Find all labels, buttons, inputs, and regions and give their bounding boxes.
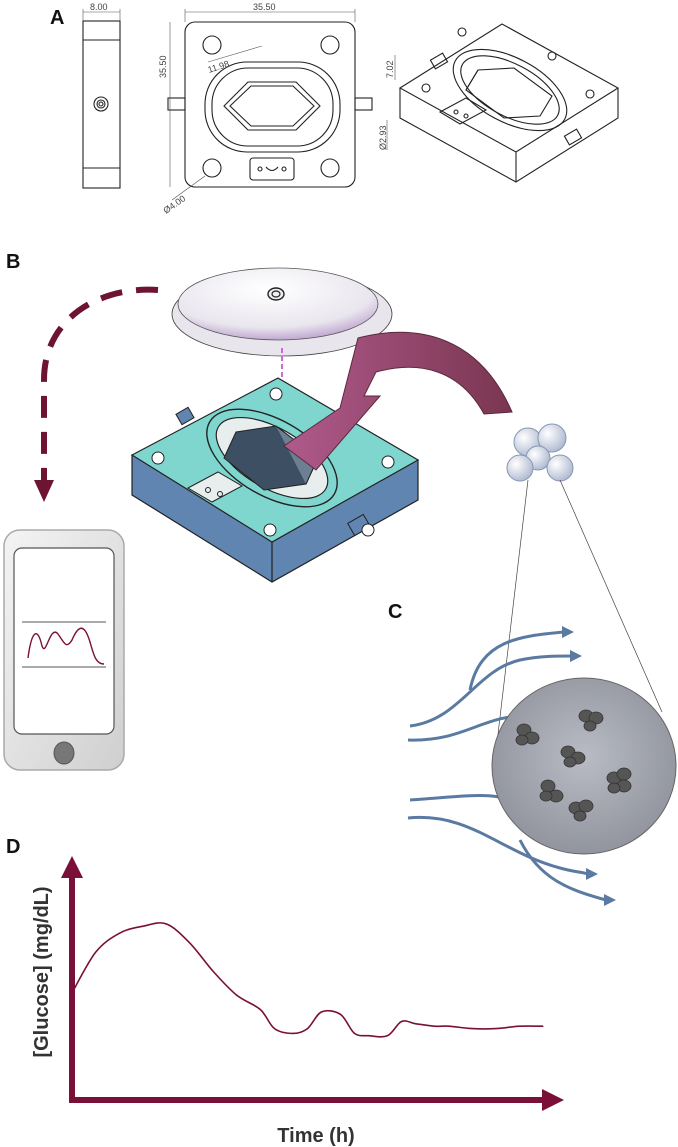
smartphone [3, 529, 125, 771]
insertion-arrow [283, 331, 513, 471]
panel-c-label: C [388, 601, 402, 623]
glucose-point-23 [518, 1025, 521, 1027]
phone-home-button [53, 741, 75, 765]
glucose-point-2 [118, 932, 120, 935]
dashed-arrow-head [34, 480, 54, 502]
flow-arrowheads [562, 626, 616, 906]
glucose-point-13 [339, 1013, 341, 1015]
panel-a: A 8.00 [50, 2, 620, 216]
glucose-point-12 [321, 1011, 323, 1013]
glucose-point-3 [142, 925, 144, 927]
phone-screen [13, 547, 115, 735]
panel-b: B [3, 251, 574, 771]
y-axis-arrow [61, 856, 83, 878]
x-axis-arrow [542, 1089, 564, 1111]
glucose-point-11 [306, 1028, 309, 1030]
sensor-lid [171, 267, 393, 474]
dim-hole-diameter: Ø4.00 [161, 193, 187, 215]
glucose-series-line [71, 922, 543, 1038]
panel-b-label: B [6, 251, 20, 273]
glucose-point-21 [471, 1028, 473, 1030]
glucose-point-9 [273, 1028, 276, 1030]
glucose-point-5 [189, 942, 191, 944]
glucose-point-7 [236, 994, 238, 996]
glucose-point-14 [353, 1032, 356, 1034]
glucose-point-22 [495, 1028, 497, 1030]
panel-d: D Time (h) [Glucose] (mg/dL) [6, 836, 564, 1147]
glucose-point-15 [368, 1035, 370, 1037]
glucose-point-4 [165, 923, 167, 925]
glucose-point-18 [415, 1023, 417, 1025]
dim-top-height: 35.50 [158, 55, 168, 78]
dim-top-width: 35.50 [253, 2, 276, 12]
iso-view-drawing: 7.02 Ø2.93 [378, 23, 620, 183]
glucose-point-16 [386, 1035, 389, 1037]
glucose-point-0 [71, 992, 73, 994]
dim-port-diameter: Ø2.93 [378, 125, 388, 150]
flow-lines [407, 630, 607, 902]
dim-iso-depth: 7.02 [385, 60, 395, 78]
y-axis-title: [Glucose] (mg/dL) [31, 886, 53, 1057]
cell-clusters [515, 709, 632, 822]
panel-c: C [388, 479, 677, 906]
microfluidic-device [130, 377, 420, 583]
dim-side-width: 8.00 [90, 2, 108, 12]
glucose-point-6 [212, 970, 214, 973]
panel-a-label: A [50, 7, 64, 29]
glucose-point-1 [94, 951, 97, 954]
top-view-drawing: 35.50 35.50 11.98 Ø4.00 [158, 2, 373, 216]
glucose-data-points [71, 923, 544, 1037]
scaffold-disc [491, 677, 677, 855]
dashed-signal-arrow [41, 286, 159, 490]
side-view-drawing: 8.00 [82, 2, 121, 189]
glucose-point-10 [292, 1032, 294, 1034]
phone-screen-trace [27, 627, 105, 665]
glucose-point-19 [434, 1025, 436, 1027]
cell-beads [506, 423, 574, 482]
x-axis-title: Time (h) [277, 1125, 354, 1147]
panel-d-label: D [6, 836, 20, 858]
glucose-point-20 [448, 1025, 450, 1027]
glucose-point-17 [401, 1020, 403, 1023]
glucose-point-24 [542, 1025, 544, 1027]
glucose-point-8 [259, 1009, 261, 1011]
